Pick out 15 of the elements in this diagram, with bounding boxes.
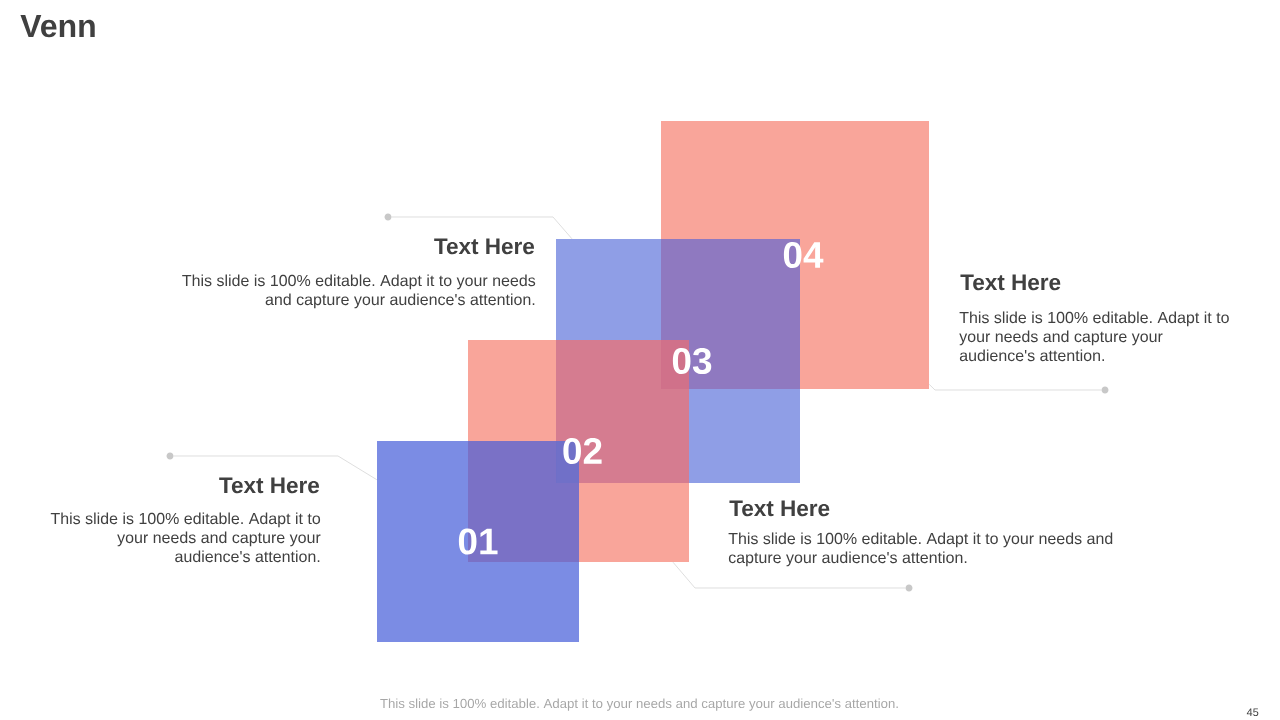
heading: Text Here — [960, 274, 1061, 291]
description: This slide is 100% editable. Adapt it to your needs and capture your audience's attention. — [959, 311, 1229, 362]
title: Venn — [20, 15, 95, 38]
leader-line — [928, 383, 1102, 391]
description: This slide is 100% editable. Adapt it to your needs and capture your audience's attention. — [182, 274, 536, 309]
description: This slide is 100% editable. Adapt it to your needs and capture your audience's attention. — [728, 532, 1113, 567]
heading: Text Here — [434, 238, 534, 255]
footer-note: This slide is 100% editable. Adapt it to your needs and capture your audience's attention. — [380, 698, 898, 711]
heading: Text Here — [729, 500, 830, 517]
heading: Text Here — [219, 477, 319, 494]
page-number: 45 — [1246, 708, 1259, 717]
leader-line — [173, 455, 378, 481]
description: This slide is 100% editable. Adapt it to your needs and capture your audience's attention. — [50, 512, 321, 563]
leader-line — [391, 216, 573, 240]
leader-line — [672, 561, 906, 589]
